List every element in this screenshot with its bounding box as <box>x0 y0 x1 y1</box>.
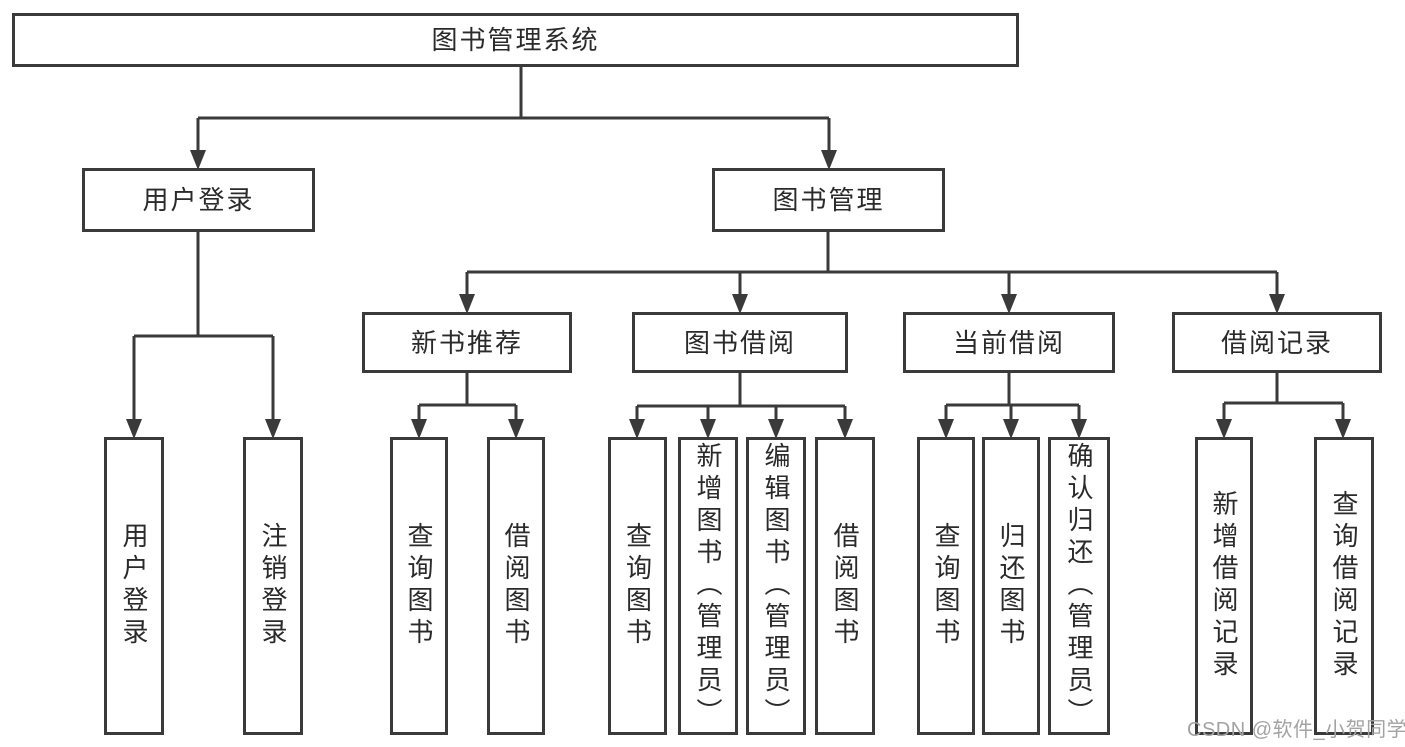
csdn-watermark: CSDN @软件_小贺同学 <box>1187 719 1405 741</box>
node-current-borrow-label: 当前借阅 <box>952 327 1065 358</box>
leaf-user-login-label: 用户登录 <box>119 522 149 650</box>
arrowhead-icon <box>1335 419 1351 439</box>
node-book-borrow: 图书借阅 <box>632 312 848 373</box>
arrowhead-icon <box>821 150 837 170</box>
arrowhead-icon <box>411 419 427 439</box>
leaf-bb-edit-books-admin: 编辑图书（管理员） <box>746 437 806 735</box>
node-new-book-recommend-label: 新书推荐 <box>410 327 523 358</box>
leaf-br-query-record-label: 查询借阅记录 <box>1329 490 1359 682</box>
arrowhead-icon <box>1269 294 1285 314</box>
leaf-user-login: 用户登录 <box>104 437 164 735</box>
leaf-cb-query-books: 查询图书 <box>917 437 975 735</box>
leaf-logout: 注销登录 <box>243 437 303 735</box>
arrowhead-icon <box>700 419 716 439</box>
node-new-book-recommend: 新书推荐 <box>362 312 572 373</box>
leaf-cb-return-books: 归还图书 <box>982 437 1040 735</box>
node-book-management: 图书管理 <box>712 168 945 232</box>
arrowhead-icon <box>1216 419 1232 439</box>
arrowhead-icon <box>126 419 142 439</box>
leaf-bb-add-books-admin: 新增图书（管理员） <box>678 437 738 735</box>
leaf-bb-edit-books-admin-label: 编辑图书（管理员） <box>761 442 791 730</box>
arrowhead-icon <box>629 419 645 439</box>
leaf-bb-borrow-books: 借阅图书 <box>815 437 875 735</box>
leaf-logout-label: 注销登录 <box>258 522 288 650</box>
leaf-br-add-record-label: 新增借阅记录 <box>1209 490 1239 682</box>
leaf-rec-borrow-books-label: 借阅图书 <box>501 522 531 650</box>
leaf-cb-confirm-return-admin: 确认归还（管理员） <box>1048 437 1110 735</box>
node-borrow-records: 借阅记录 <box>1172 312 1382 373</box>
leaf-cb-confirm-return-admin-label: 确认归还（管理员） <box>1064 442 1094 730</box>
node-book-borrow-label: 图书借阅 <box>683 327 796 358</box>
arrowhead-icon <box>732 294 748 314</box>
arrowhead-icon <box>837 419 853 439</box>
node-user-login: 用户登录 <box>82 168 315 232</box>
node-borrow-records-label: 借阅记录 <box>1220 327 1333 358</box>
arrowhead-icon <box>1001 294 1017 314</box>
leaf-rec-query-books-label: 查询图书 <box>404 522 434 650</box>
node-current-borrow: 当前借阅 <box>903 312 1115 373</box>
arrowhead-icon <box>459 294 475 314</box>
node-root: 图书管理系统 <box>12 13 1019 67</box>
leaf-bb-query-books-label: 查询图书 <box>622 522 653 650</box>
node-root-label: 图书管理系统 <box>431 25 600 55</box>
node-user-login-label: 用户登录 <box>142 185 255 215</box>
leaf-bb-add-books-admin-label: 新增图书（管理员） <box>693 442 723 730</box>
leaf-rec-query-books: 查询图书 <box>390 437 448 735</box>
leaf-bb-query-books: 查询图书 <box>608 437 667 735</box>
leaf-br-add-record: 新增借阅记录 <box>1195 437 1253 735</box>
arrowhead-icon <box>190 150 206 170</box>
arrowhead-icon <box>1003 419 1019 439</box>
arrowhead-icon <box>938 419 954 439</box>
node-book-management-label: 图书管理 <box>772 185 885 215</box>
arrowhead-icon <box>768 419 784 439</box>
arrowhead-icon <box>265 419 281 439</box>
leaf-cb-return-books-label: 归还图书 <box>996 522 1026 650</box>
leaf-bb-borrow-books-label: 借阅图书 <box>830 522 860 650</box>
arrowhead-icon <box>508 419 524 439</box>
leaf-rec-borrow-books: 借阅图书 <box>487 437 545 735</box>
leaf-cb-query-books-label: 查询图书 <box>931 522 961 650</box>
leaf-br-query-record: 查询借阅记录 <box>1314 437 1374 735</box>
arrowhead-icon <box>1071 419 1087 439</box>
